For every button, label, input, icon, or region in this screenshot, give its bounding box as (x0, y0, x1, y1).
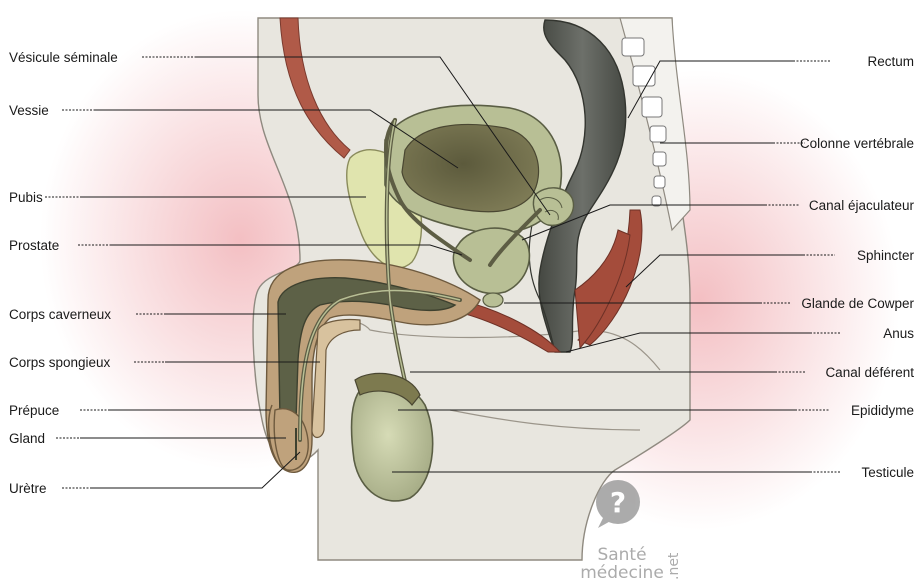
label-testicule: Testicule (861, 465, 914, 480)
label-vessie: Vessie (9, 103, 49, 118)
label-sphincter: Sphincter (857, 248, 915, 263)
watermark-line1: Santé (597, 545, 646, 565)
watermark-suffix: .net (666, 552, 682, 580)
svg-text:?: ? (610, 486, 626, 519)
seminal-vesicle (533, 188, 573, 226)
label-epididyme: Epididyme (851, 403, 914, 418)
label-colonne-vertebrale: Colonne vertébrale (800, 136, 914, 151)
label-uretre: Urètre (9, 481, 47, 496)
question-mark-icon: ? (596, 480, 640, 528)
label-corps-caverneux: Corps caverneux (9, 307, 111, 322)
cowper-gland (483, 293, 503, 307)
label-glande-de-cowper: Glande de Cowper (801, 296, 914, 311)
label-canal-deferent: Canal déférent (825, 365, 914, 380)
label-prostate: Prostate (9, 238, 59, 253)
label-rectum: Rectum (867, 54, 914, 69)
watermark-line2: médecine (580, 563, 664, 582)
label-anus: Anus (883, 326, 914, 341)
label-gland: Gland (9, 431, 45, 446)
label-corps-spongieux: Corps spongieux (9, 355, 111, 370)
label-vesicule-seminale: Vésicule séminale (9, 50, 118, 65)
label-pubis: Pubis (9, 190, 43, 205)
label-prepuce: Prépuce (9, 403, 59, 418)
label-canal-ejaculateur: Canal éjaculateur (809, 198, 915, 213)
